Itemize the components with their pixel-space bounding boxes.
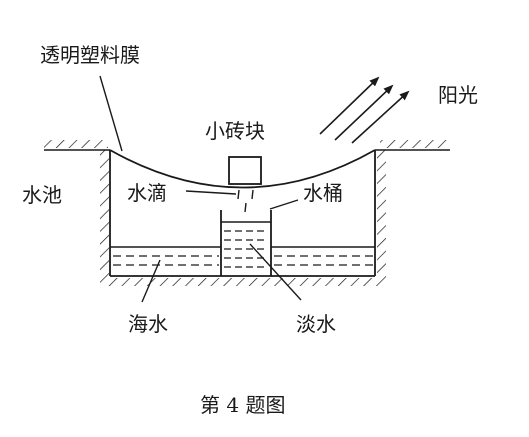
label-brick: 小砖块 [205, 119, 265, 143]
label-sunlight: 阳光 [438, 83, 478, 107]
seawater [110, 246, 375, 266]
small-brick [228, 156, 262, 185]
label-freshwater: 淡水 [296, 312, 336, 336]
leader-droplet [185, 190, 237, 195]
label-film: 透明塑料膜 [40, 43, 140, 67]
figure-caption: 第 4 题图 [200, 393, 285, 417]
ground-hatch-right-top [380, 140, 450, 148]
label-droplet: 水滴 [127, 181, 167, 205]
leader-bucket [269, 199, 299, 210]
pool [109, 150, 376, 277]
ground [44, 140, 450, 286]
ground-hatch-left-wall [100, 150, 109, 278]
plastic-film [109, 149, 376, 189]
ground-hatch-left-top [44, 140, 108, 148]
leader-film [99, 75, 123, 152]
leader-lines [99, 75, 302, 303]
bucket [220, 210, 272, 276]
ground-hatch-right-wall [377, 150, 386, 278]
sunlight-arrows [319, 76, 410, 144]
label-bucket: 水桶 [303, 181, 343, 205]
leader-freshwater [249, 243, 302, 301]
label-pool: 水池 [22, 183, 62, 207]
leader-seawater [141, 259, 161, 303]
water-droplets [237, 189, 254, 213]
label-seawater: 海水 [128, 312, 168, 336]
ground-hatch-bottom [100, 278, 386, 286]
